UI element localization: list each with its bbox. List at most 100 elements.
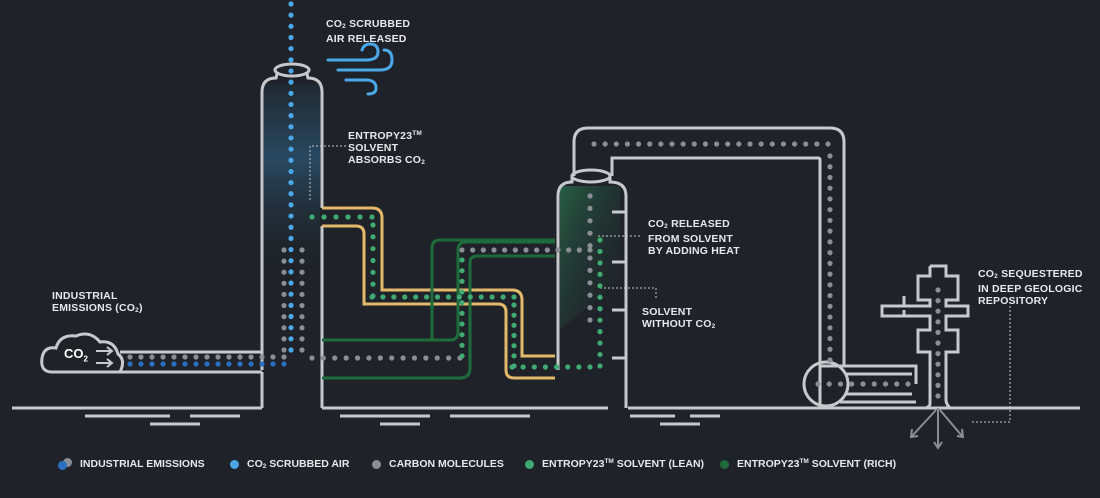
carbon-dot	[935, 340, 941, 346]
carbon-dot	[534, 247, 540, 253]
legend-scrubbed-air-icon	[230, 459, 239, 469]
lean-dot	[459, 278, 465, 284]
scrubbed-air-dot	[288, 313, 294, 320]
lean-dot	[520, 364, 526, 370]
carbon-dot	[512, 247, 518, 253]
lean-dot	[369, 294, 375, 300]
lean-pipe-inner	[322, 224, 555, 380]
lean-dot	[402, 294, 408, 300]
lean-dot	[542, 364, 549, 370]
co2-overhead-pipe	[572, 126, 846, 368]
legend-lean-icon	[525, 459, 534, 469]
carbon-dot	[299, 347, 305, 353]
carbon-dot	[281, 280, 287, 286]
lean-dot	[459, 289, 465, 295]
scrubbed-air-dot	[288, 269, 294, 275]
scrubbed-air-dot	[288, 68, 294, 74]
wind-icon	[326, 42, 394, 96]
carbon-dot	[837, 381, 844, 387]
scrubbed-air-dot	[288, 224, 294, 230]
carbon-dot	[459, 247, 465, 253]
carbon-dot	[647, 141, 653, 147]
label-co2-sequestered: CO2 SEQUESTERED IN DEEP GEOLOGIC REPOSIT…	[978, 268, 1083, 307]
lean-dot	[445, 294, 452, 300]
carbon-dot	[237, 354, 243, 360]
carbon-dot	[354, 355, 361, 361]
carbon-dot	[281, 314, 287, 320]
carbon-dot	[935, 372, 941, 378]
carbon-dot	[299, 336, 305, 342]
lean-dot	[511, 353, 517, 359]
arrow-right-icons	[96, 346, 114, 368]
lean-dot	[357, 214, 363, 220]
lean-dot	[391, 294, 397, 300]
lean-dot	[587, 364, 593, 370]
carbon-dot	[320, 355, 326, 361]
carbon-dot	[635, 141, 642, 147]
legend-carbon-icon	[372, 459, 381, 469]
carbon-dot	[182, 354, 188, 360]
carbon-dot	[149, 354, 155, 360]
lean-dot	[370, 222, 376, 228]
carbon-dot	[827, 357, 833, 363]
industrial-dot	[171, 361, 177, 367]
absorber-glow	[264, 84, 320, 274]
carbon-dot	[299, 325, 305, 331]
industrial-dot	[204, 361, 210, 367]
carbon-dot	[587, 193, 593, 199]
lean-dot	[380, 294, 386, 300]
carbon-dot	[935, 298, 941, 304]
carbon-dot	[434, 355, 440, 361]
carbon-dot	[935, 351, 941, 357]
lean-dot	[370, 257, 376, 264]
scrubbed-air-dot	[288, 90, 294, 96]
carbon-dot	[555, 247, 561, 253]
co2-cloud-icon	[40, 332, 125, 374]
lean-dot	[321, 214, 327, 220]
carbon-dot	[827, 239, 833, 245]
carbon-dot	[815, 381, 821, 387]
lean-dot	[597, 294, 603, 300]
carbon-dot	[299, 314, 305, 320]
lean-dot	[459, 310, 465, 316]
lean-dot	[597, 248, 603, 255]
carbon-dot	[702, 141, 709, 147]
lean-dot	[424, 294, 430, 300]
lean-dot	[597, 340, 603, 346]
carbon-dot	[281, 336, 287, 342]
carbon-dot	[299, 280, 305, 286]
industrial-dot	[281, 361, 287, 367]
rich-pipe-left	[430, 238, 555, 340]
industrial-dot	[127, 361, 133, 367]
carbon-dot	[423, 355, 429, 361]
lean-dot	[369, 214, 375, 220]
lean-dot	[531, 364, 537, 370]
carbon-dot	[849, 381, 855, 387]
industrial-dot	[160, 361, 166, 367]
carbon-dot	[882, 381, 889, 387]
carbon-dot	[905, 381, 911, 387]
carbon-dot	[400, 355, 406, 361]
scrubbed-air-dot	[288, 191, 294, 197]
lean-dot	[459, 353, 465, 359]
scrubbed-air-dot	[288, 325, 294, 331]
carbon-dot	[281, 302, 287, 309]
carbon-dot	[827, 271, 833, 277]
carbon-dot	[270, 354, 276, 360]
carbon-dot	[259, 354, 265, 360]
scrubbed-air-dot	[288, 101, 294, 108]
carbon-dot	[480, 247, 486, 253]
lean-dot	[459, 268, 465, 274]
carbon-dot	[248, 354, 254, 360]
lean-dot	[459, 300, 465, 306]
legend: INDUSTRIAL EMISSIONS CO2 SCRUBBED AIR CA…	[58, 458, 1088, 476]
scrubbed-air-dot	[288, 57, 294, 63]
carbon-dot	[691, 141, 697, 147]
carbon-dot	[411, 355, 418, 361]
carbon-dot	[215, 354, 221, 360]
carbon-dot	[814, 141, 820, 147]
carbon-dot	[935, 361, 941, 367]
legend-solvent-lean: ENTROPY23TM SOLVENT (LEAN)	[525, 458, 704, 470]
carbon-dot	[591, 141, 597, 147]
